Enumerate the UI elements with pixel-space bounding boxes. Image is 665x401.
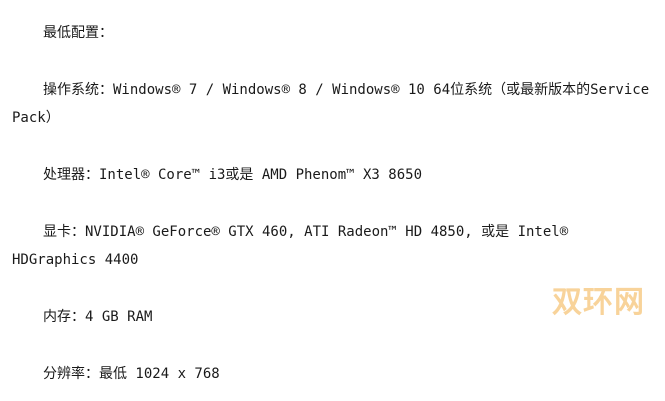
min-config-heading: 最低配置： [43,25,113,41]
site-watermark: 双环网 [552,285,645,320]
gpu-requirement: 显卡：NVIDIA® GeForce® GTX 460, ATI Radeon™… [12,224,569,268]
cpu-requirement: 处理器：Intel® Core™ i3或是 AMD Phenom™ X3 865… [43,167,423,183]
resolution-requirement: 分辨率：最低 1024 x 768 [43,366,220,382]
os-requirement: 操作系统：Windows® 7 / Windows® 8 / Windows® … [12,82,650,126]
ram-requirement: 内存：4 GB RAM [43,309,153,325]
